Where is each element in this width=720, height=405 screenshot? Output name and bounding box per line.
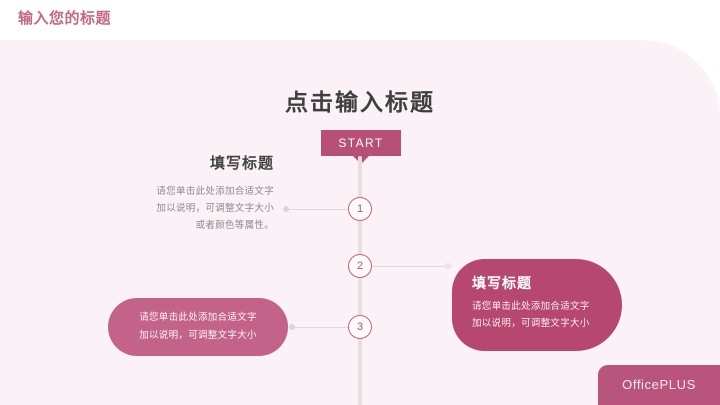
start-badge-label: START <box>338 136 384 150</box>
connector-dot-step-one <box>283 206 289 212</box>
connector-line-step-two <box>372 266 452 267</box>
start-badge[interactable]: START <box>321 130 401 164</box>
step-three-body-line-1: 请您单击此处添加合适文字 <box>139 312 257 323</box>
timeline-node-3-label: 3 <box>356 321 364 333</box>
timeline-spine <box>358 156 362 405</box>
start-badge-body: START <box>321 130 401 156</box>
step-one-title: 填写标题 <box>209 155 274 172</box>
step-one-body-line-1: 请您单击此处添加合适文字 <box>156 186 274 197</box>
slide-header: 输入您的标题 <box>0 0 720 40</box>
timeline-node-2[interactable]: 2 <box>348 254 372 278</box>
step-two-body-line-1: 请您单击此处添加合适文字 <box>472 301 590 312</box>
timeline-node-2-label: 2 <box>356 260 364 272</box>
officeplus-badge[interactable]: OfficePLUS <box>598 365 720 405</box>
officeplus-label: OfficePLUS <box>622 377 696 392</box>
step-three-card[interactable]: 请您单击此处添加合适文字 加以说明，可调整文字大小 <box>108 298 288 356</box>
step-three-body: 请您单击此处添加合适文字 加以说明，可调整文字大小 <box>139 309 257 345</box>
connector-line-step-one <box>286 209 348 210</box>
step-one-body: 请您单击此处添加合适文字 加以说明，可调整文字大小 或者颜色等属性。 <box>86 183 274 234</box>
step-two-title: 填写标题 <box>472 275 532 291</box>
step-two-card[interactable]: 填写标题 请您单击此处添加合适文字 加以说明，可调整文字大小 <box>452 259 622 351</box>
content-panel: 点击输入标题 START 1 2 3 填写标题 请您单击此处添加合适文字 加以说… <box>0 40 720 405</box>
page-title: 输入您的标题 <box>18 10 112 27</box>
timeline-node-3[interactable]: 3 <box>348 315 372 339</box>
step-one-body-line-2: 加以说明，可调整文字大小 <box>156 203 274 214</box>
timeline-node-1-label: 1 <box>356 203 364 215</box>
connector-line-step-three <box>292 327 348 328</box>
step-one-text-block[interactable]: 填写标题 请您单击此处添加合适文字 加以说明，可调整文字大小 或者颜色等属性。 <box>86 153 274 234</box>
step-one-body-line-3: 或者颜色等属性。 <box>195 220 274 231</box>
timeline-node-1[interactable]: 1 <box>348 197 372 221</box>
step-two-body-line-2: 加以说明，可调整文字大小 <box>472 318 590 329</box>
connector-dot-step-two <box>445 263 451 269</box>
main-title: 点击输入标题 <box>285 89 435 115</box>
step-three-body-line-2: 加以说明，可调整文字大小 <box>139 330 257 341</box>
step-two-body: 请您单击此处添加合适文字 加以说明，可调整文字大小 <box>472 298 606 332</box>
connector-dot-step-three <box>289 324 295 330</box>
